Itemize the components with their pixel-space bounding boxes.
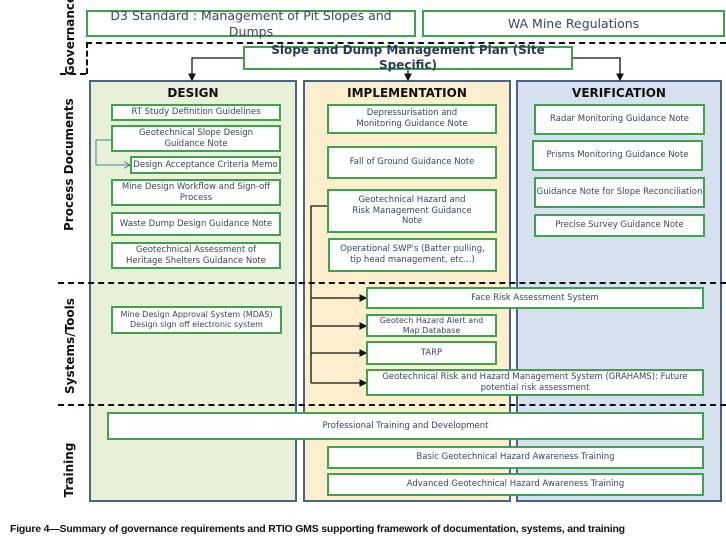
d3-standard-box: D3 Standard : Management of Pit Slopes a… bbox=[86, 7, 416, 39]
design-doc-box: Geotechnical Assessment of Heritage Shel… bbox=[111, 242, 281, 269]
implementation-system-box: Geotechnical Risk and Hazard Management … bbox=[366, 369, 704, 396]
implementation-system-text: Face Risk Assessment System bbox=[471, 292, 599, 303]
governance-bracket bbox=[86, 42, 88, 74]
design-doc-text: Waste Dump Design Guidance Note bbox=[119, 218, 273, 229]
implementation-doc-box: Geotechnical Hazard and Risk Management … bbox=[327, 189, 497, 233]
verification-doc-box: Prisms Monitoring Guidance Note bbox=[532, 140, 703, 171]
plan-to-design-arrow bbox=[188, 57, 243, 82]
training-text: Advanced Geotechnical Hazard Awareness T… bbox=[406, 479, 625, 490]
d3-standard-text: D3 Standard : Management of Pit Slopes a… bbox=[110, 7, 392, 39]
implementation-system-box: TARP bbox=[366, 341, 497, 365]
design-doc-text: Geotechnical Assessment of Heritage Shel… bbox=[126, 244, 266, 266]
implementation-system-text: Geotechnical Risk and Hazard Management … bbox=[382, 371, 688, 393]
row-label-systems-tools: Systems/Tools bbox=[63, 298, 77, 394]
design-doc-text: RT Study Definition Guidelines bbox=[131, 107, 261, 118]
governance-bracket-foot bbox=[60, 73, 86, 75]
implementation-system-text: Geotech Hazard Alert and Map Database bbox=[379, 316, 484, 335]
design-doc-box: Geotechnical Slope Design Guidance Note bbox=[111, 125, 281, 152]
verification-doc-box: Radar Monitoring Guidance Note bbox=[534, 104, 705, 135]
design-doc-box: Mine Design Workflow and Sign-off Proces… bbox=[111, 179, 281, 206]
verification-heading: VERIFICATION bbox=[572, 86, 666, 100]
site-plan-box: Slope and Dump Management Plan (Site Spe… bbox=[243, 43, 573, 72]
verification-doc-box: Guidance Note for Slope Reconciliation bbox=[534, 177, 705, 208]
implementation-heading: IMPLEMENTATION bbox=[347, 86, 467, 100]
implementation-doc-text: Depressurisation and Monitoring Guidance… bbox=[356, 108, 468, 129]
design-doc-box: Design Acceptance Criteria Memo bbox=[130, 156, 281, 174]
row-label-training: Training bbox=[62, 442, 76, 498]
wa-regulations-text: WA Mine Regulations bbox=[507, 15, 640, 31]
implementation-doc-text: Fall of Ground Guidance Note bbox=[349, 157, 475, 168]
systems-training-divider bbox=[58, 404, 726, 406]
design-doc-text: Design Acceptance Criteria Memo bbox=[133, 159, 278, 170]
implementation-doc-text: Geotechnical Hazard and Risk Management … bbox=[352, 195, 472, 227]
training-box: Advanced Geotechnical Hazard Awareness T… bbox=[327, 473, 704, 496]
implementation-system-box: Geotech Hazard Alert and Map Database bbox=[366, 314, 497, 337]
process-systems-divider bbox=[58, 282, 726, 284]
verification-doc-box: Precise Survey Guidance Note bbox=[534, 214, 705, 237]
implementation-system-box: Face Risk Assessment System bbox=[366, 287, 704, 309]
verification-doc-text: Radar Monitoring Guidance Note bbox=[550, 114, 689, 125]
implementation-doc-box: Depressurisation and Monitoring Guidance… bbox=[327, 104, 497, 134]
training-text: Professional Training and Development bbox=[322, 420, 489, 431]
row-label-governance: Governance bbox=[63, 0, 77, 76]
design-system-text: Mine Design Approval System (MDAS) Desig… bbox=[120, 310, 273, 329]
implementation-doc-box: Fall of Ground Guidance Note bbox=[327, 146, 497, 179]
implementation-doc-text: Operational SWP's (Batter pulling, tip h… bbox=[340, 244, 485, 265]
implementation-doc-box: Operational SWP's (Batter pulling, tip h… bbox=[328, 238, 497, 272]
training-box: Basic Geotechnical Hazard Awareness Trai… bbox=[327, 446, 704, 469]
training-box: Professional Training and Development bbox=[107, 412, 704, 440]
plan-to-verification-arrow bbox=[573, 57, 624, 82]
verification-doc-text: Precise Survey Guidance Note bbox=[555, 220, 684, 231]
design-doc-text: Geotechnical Slope Design Guidance Note bbox=[139, 127, 253, 149]
verification-doc-text: Prisms Monitoring Guidance Note bbox=[546, 150, 689, 161]
design-doc-box: RT Study Definition Guidelines bbox=[111, 104, 281, 121]
design-doc-text: Mine Design Workflow and Sign-off Proces… bbox=[121, 181, 271, 203]
design-doc-box: Waste Dump Design Guidance Note bbox=[111, 212, 281, 236]
wa-mine-regulations-box: WA Mine Regulations bbox=[422, 10, 725, 37]
row-label-process-documents: Process Documents bbox=[62, 98, 76, 231]
training-text: Basic Geotechnical Hazard Awareness Trai… bbox=[416, 452, 615, 463]
verification-doc-text: Guidance Note for Slope Reconciliation bbox=[536, 187, 703, 198]
governance-divider bbox=[86, 42, 726, 44]
implementation-system-text: TARP bbox=[420, 347, 443, 358]
design-system-box: Mine Design Approval System (MDAS) Desig… bbox=[111, 306, 282, 334]
design-heading: DESIGN bbox=[167, 86, 219, 100]
site-plan-text: Slope and Dump Management Plan (Site Spe… bbox=[271, 43, 545, 72]
figure-caption: Figure 4—Summary of governance requireme… bbox=[10, 523, 625, 535]
